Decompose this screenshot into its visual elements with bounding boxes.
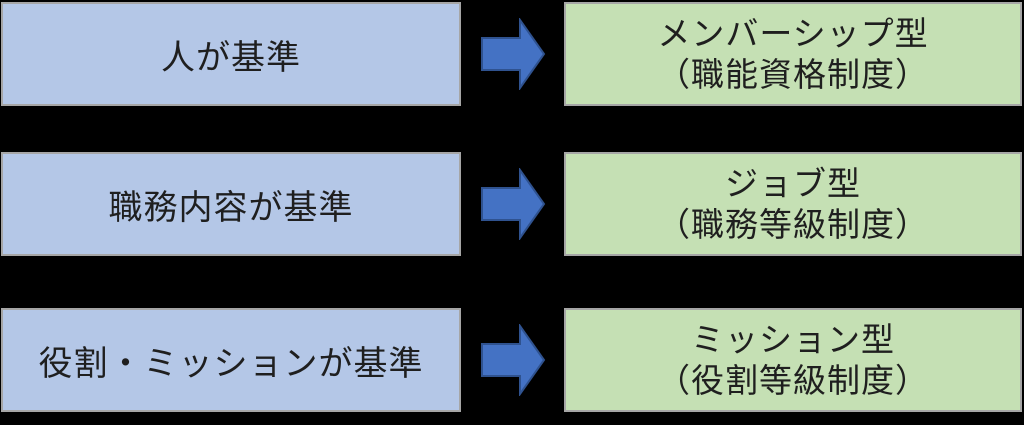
criteria-box-1: 人が基準 (1, 2, 461, 106)
criteria-label: 役割・ミッションが基準 (38, 344, 424, 383)
diagram-row-3: 役割・ミッションが基準 ミッション型 （役割等級制度） (0, 308, 1024, 412)
right-arrow-icon (481, 324, 546, 396)
type-system: （職能資格制度） (657, 56, 929, 93)
right-arrow-icon (481, 168, 546, 240)
diagram-row-2: 職務内容が基準 ジョブ型 （職務等級制度） (0, 152, 1024, 256)
right-arrow-icon (481, 18, 546, 90)
type-name: ミッション型 (691, 321, 895, 358)
criteria-box-3: 役割・ミッションが基準 (1, 308, 461, 412)
type-box-2: ジョブ型 （職務等級制度） (564, 152, 1022, 256)
type-system: （職務等級制度） (657, 206, 929, 243)
type-system: （役割等級制度） (657, 362, 929, 399)
criteria-label: 人が基準 (161, 38, 301, 77)
type-box-1: メンバーシップ型 （職能資格制度） (564, 2, 1022, 106)
type-box-3: ミッション型 （役割等級制度） (564, 308, 1022, 412)
type-name: ジョブ型 (725, 165, 861, 202)
criteria-box-2: 職務内容が基準 (1, 152, 461, 256)
type-name: メンバーシップ型 (657, 15, 929, 52)
diagram-row-1: 人が基準 メンバーシップ型 （職能資格制度） (0, 2, 1024, 106)
criteria-label: 職務内容が基準 (108, 188, 354, 227)
